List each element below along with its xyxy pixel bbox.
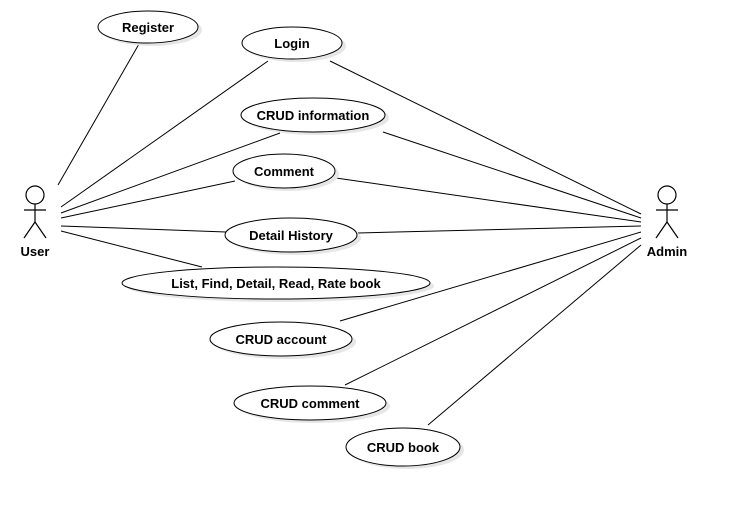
actor-admin-leg-left: [655, 221, 668, 239]
actor-user: [23, 185, 47, 239]
use-case-crud-comment-label: CRUD comment: [261, 396, 361, 411]
use-case-crud-book-label: CRUD book: [367, 440, 440, 455]
use-case-crud-comment-shape: [233, 385, 387, 421]
association-admin-detail-history: [357, 225, 642, 234]
use-case-detail-history: Detail History: [224, 217, 361, 255]
association-user-login: [60, 60, 269, 208]
use-case-detail-history-shape: [224, 217, 358, 253]
use-case-detail-history-label: Detail History: [249, 228, 334, 243]
association-lines: [57, 43, 642, 426]
actor-admin-leg-right: [666, 221, 679, 239]
use-case-login: Login: [241, 26, 346, 62]
actor-user-leg-left: [23, 221, 36, 239]
use-case-crud-account-label: CRUD account: [235, 332, 327, 347]
use-case-login-label: Login: [274, 36, 309, 51]
use-case-crud-information: CRUD information: [240, 97, 389, 135]
actor-admin-head: [657, 185, 677, 205]
use-case-register-label: Register: [122, 20, 174, 35]
use-case-list-find-detail-read-rate: List, Find, Detail, Read, Rate book: [121, 266, 434, 302]
association-admin-crud-comment: [344, 237, 642, 386]
use-case-register-shape: [97, 10, 199, 44]
association-user-register: [57, 43, 140, 186]
association-admin-comment: [335, 177, 642, 223]
actor-user-head: [25, 185, 45, 205]
association-user-comment: [60, 180, 236, 219]
use-case-comment-shape: [232, 153, 336, 189]
association-user-detail-history: [60, 225, 227, 233]
actor-user-leg-right: [34, 221, 47, 239]
association-admin-crud-account: [339, 231, 642, 322]
use-case-list-find-shape: [121, 266, 431, 300]
use-case-crud-information-label: CRUD information: [257, 108, 370, 123]
actor-admin: [655, 185, 679, 239]
use-case-crud-book-shape: [345, 427, 461, 467]
use-case-register: Register: [97, 10, 202, 46]
association-admin-crud-book: [427, 244, 642, 426]
use-case-crud-comment: CRUD comment: [233, 385, 390, 423]
actor-admin-label: Admin: [647, 244, 688, 259]
association-user-list-find: [60, 230, 203, 268]
actor-user-label: User: [21, 244, 50, 259]
use-case-comment-label: Comment: [254, 164, 315, 179]
use-case-list-find-label: List, Find, Detail, Read, Rate book: [171, 276, 381, 291]
association-admin-login: [329, 60, 642, 215]
association-admin-crud-information: [382, 131, 642, 219]
use-case-crud-book: CRUD book: [345, 427, 464, 469]
association-user-crud-information: [60, 132, 281, 214]
use-case-crud-information-shape: [240, 97, 386, 133]
use-case-crud-account-shape: [209, 321, 353, 357]
use-case-crud-account: CRUD account: [209, 321, 356, 359]
use-case-comment: Comment: [232, 153, 339, 191]
use-case-login-shape: [241, 26, 343, 60]
